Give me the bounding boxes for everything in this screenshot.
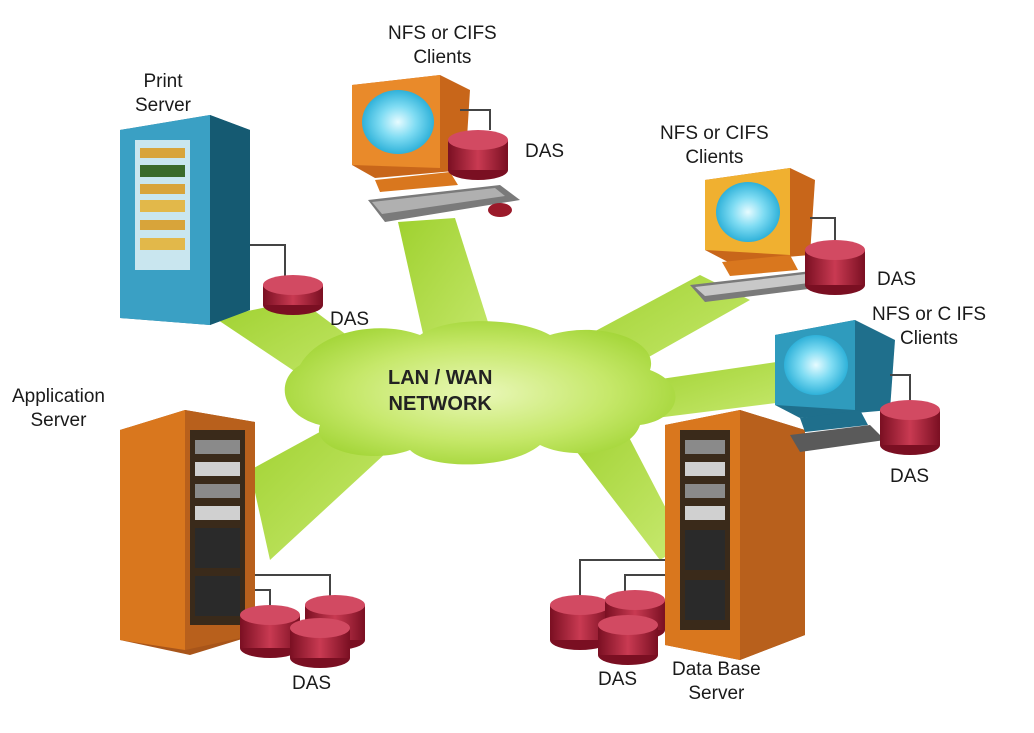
application-server-rack: [120, 410, 255, 655]
client-top-workstation: [352, 75, 520, 222]
das-label-client-top: DAS: [525, 141, 565, 162]
network-hub-label: LAN / WAN NETWORK: [388, 365, 492, 417]
disk-stack-client-lower: [880, 374, 940, 455]
das-label-client-right: DAS: [877, 269, 917, 290]
database-server-rack: [665, 410, 805, 660]
das-label-database: DAS: [598, 669, 638, 690]
client-right-label: NFS or CIFS Clients: [660, 123, 769, 168]
das-label-client-lower: DAS: [890, 466, 930, 487]
das-label-application: DAS: [292, 673, 332, 694]
client-right-workstation: [690, 168, 840, 302]
network-links: [215, 218, 800, 560]
network-label-line2: NETWORK: [388, 393, 492, 415]
link-database-server: [560, 420, 685, 560]
disk-stack-database: [550, 559, 665, 665]
das-label-print: DAS: [330, 309, 370, 330]
disk-stack-client-top: [448, 109, 508, 180]
print-server-label: Print Server: [135, 71, 191, 116]
disk-stack-print: [250, 244, 323, 315]
database-server-label: Data Base Server: [672, 659, 761, 704]
network-cloud: [284, 321, 676, 465]
print-server-rack: [120, 115, 250, 325]
disk-stack-application: [240, 574, 365, 668]
application-server-label: Application Server: [12, 386, 105, 431]
client-lower-workstation: [775, 320, 895, 452]
disk-stack-client-right: [805, 217, 865, 295]
client-lower-label: NFS or C IFS Clients: [872, 304, 987, 349]
network-label-line1: LAN / WAN: [388, 367, 493, 389]
client-top-label: NFS or CIFS Clients: [388, 23, 497, 68]
